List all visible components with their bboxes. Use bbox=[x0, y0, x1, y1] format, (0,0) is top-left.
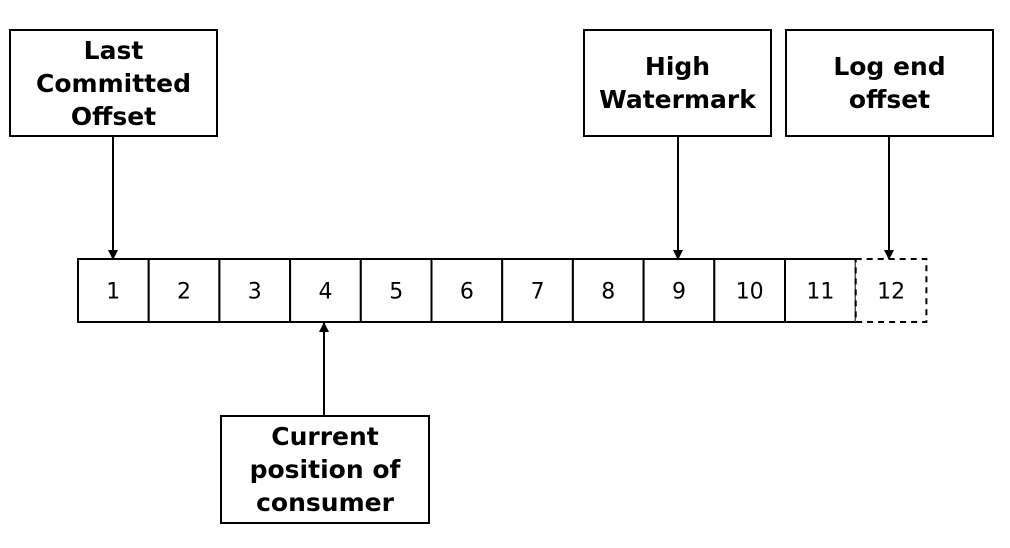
current-position-label: Current position of consumer bbox=[220, 415, 430, 524]
label-line: High bbox=[644, 52, 711, 81]
offset-number: 3 bbox=[248, 280, 262, 305]
last-committed-offset-label: Last Committed Offset bbox=[9, 29, 218, 137]
offset-number: 9 bbox=[672, 280, 686, 305]
offset-number: 2 bbox=[177, 280, 191, 305]
offset-number: 7 bbox=[531, 280, 545, 305]
label-line: Last bbox=[83, 35, 144, 65]
label-line: Watermark bbox=[599, 85, 756, 114]
label-line: Committed bbox=[36, 68, 191, 98]
label-line: Offset bbox=[70, 101, 157, 131]
log-end-offset-label: Log end offset bbox=[785, 29, 994, 137]
offset-number: 5 bbox=[389, 280, 403, 305]
offset-number: 4 bbox=[319, 280, 333, 305]
offset-cell bbox=[571, 258, 645, 323]
offset-number: 11 bbox=[806, 280, 834, 305]
offset-number: 6 bbox=[460, 280, 474, 305]
offset-cell bbox=[642, 258, 716, 323]
label-line: offset bbox=[848, 85, 931, 114]
label-line: Current bbox=[271, 422, 379, 451]
offset-cell bbox=[147, 258, 221, 323]
offset-cell bbox=[218, 258, 292, 323]
offset-cell bbox=[77, 258, 150, 323]
offset-number: 12 bbox=[877, 280, 905, 305]
offset-number: 1 bbox=[106, 280, 120, 305]
label-line: Log end bbox=[833, 52, 946, 81]
offset-cell bbox=[359, 258, 433, 323]
offset-number: 8 bbox=[601, 280, 615, 305]
offset-number: 10 bbox=[736, 280, 764, 305]
label-line: position of bbox=[249, 455, 401, 484]
label-line: consumer bbox=[256, 488, 394, 517]
high-watermark-label: High Watermark bbox=[583, 29, 772, 137]
offset-cell bbox=[501, 258, 574, 323]
